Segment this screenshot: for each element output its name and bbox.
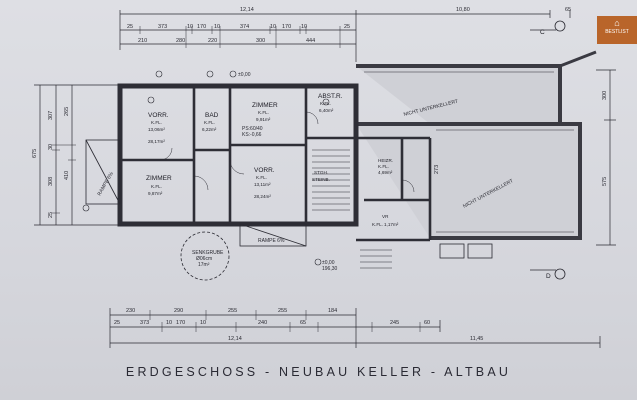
- dim-left-row2-1: 410: [64, 171, 70, 180]
- section-d-label: D: [546, 273, 551, 280]
- note-ps: PS:60/40: [242, 126, 263, 132]
- dim-bottom-row1-4: 184: [328, 308, 337, 314]
- room-zimmer1-name: ZIMMER: [146, 175, 172, 182]
- dim-bottom-row2-4: 10: [200, 320, 206, 326]
- dim-bottom-row2-6: 65: [300, 320, 306, 326]
- room-heiz-name: HEIZR.: [378, 158, 393, 163]
- dim-bottom-row2-8: 60: [424, 320, 430, 326]
- dim-left-row1-2: 308: [48, 177, 54, 186]
- room-stgh-sub: STEINB.: [312, 177, 330, 182]
- dim-bottom-row1-2: 255: [228, 308, 237, 314]
- room-vorr2-sub: K.FL.: [256, 175, 267, 180]
- room-vorr1-sub: K.FL.: [151, 120, 162, 125]
- note-senkgrube: SENKGRUBE: [192, 250, 224, 256]
- dim-right-0: 300: [602, 91, 608, 100]
- room-vorr1-name: VORR.: [148, 112, 169, 119]
- dim-top-row1-6: 10: [270, 24, 276, 30]
- logo-mark-icon: ⌂: [614, 18, 620, 28]
- room-heiz-sub: K.FL.: [378, 164, 389, 169]
- note-ks: KS:-0,66: [242, 132, 262, 138]
- room-abstr-area: 6,40m²: [319, 108, 334, 113]
- room-vorr1-area: 13,06m²: [148, 127, 165, 132]
- room-abstr-sub: K.FL.: [320, 101, 331, 106]
- dim-top-corner: 65: [565, 7, 571, 13]
- room-vorr2-area: 13,11m²: [254, 182, 271, 187]
- dim-left-row1-1: 30: [48, 144, 54, 150]
- dim-top-row2-3: 300: [256, 38, 265, 44]
- room-abstr-name: ABST.R.: [318, 93, 343, 100]
- dim-left-row1-0: 307: [48, 111, 54, 120]
- dim-right-1: 575: [602, 177, 608, 186]
- room-vorr2-extra: 28,24m²: [254, 194, 271, 199]
- room-vr-sub: K.FL.: [372, 222, 383, 227]
- dim-left-row2-0: 265: [64, 107, 70, 116]
- dim-bottom-row2-1: 373: [140, 320, 149, 326]
- dim-bottom-row2-7: 245: [390, 320, 399, 326]
- note-senkgrube-sub: Ø06cm: [196, 256, 212, 262]
- note-level-bottom-val: 196,30: [322, 266, 338, 272]
- dim-bottom-row2-0: 25: [114, 320, 120, 326]
- room-zimmer1-area: 9,87m²: [148, 191, 163, 196]
- room-vorr1-extra: 28,17m²: [148, 139, 165, 144]
- dim-top-row1-3: 170: [197, 24, 206, 30]
- note-level-top: ±0,00: [238, 72, 251, 78]
- dim-top-row2-4: 444: [306, 38, 315, 44]
- dim-top-row2-0: 210: [138, 38, 147, 44]
- section-c-label: C: [540, 29, 545, 36]
- room-zimmer1-sub: K.FL.: [151, 184, 162, 189]
- dim-bottom-row1-0: 230: [126, 308, 135, 314]
- room-zimmer2-area: 9,91m²: [256, 117, 271, 122]
- dim-left-row1-3: 25: [48, 212, 54, 218]
- dim-bottom-row1-1: 290: [174, 308, 183, 314]
- dim-bottom-row2-5: 240: [258, 320, 267, 326]
- room-vorr2-name: VORR.: [254, 167, 275, 174]
- room-heiz-area: 4,69m²: [378, 170, 393, 175]
- dim-top-row1-7: 170: [282, 24, 291, 30]
- dim-top-row1-1: 373: [158, 24, 167, 30]
- plan-title: ERDGESCHOSS - NEUBAU KELLER - ALTBAU: [125, 365, 512, 379]
- dim-bottom-total-right: 11,45: [470, 336, 483, 342]
- note-senkgrube-val: 17m²: [198, 262, 210, 268]
- dim-top-row1-8: 10: [301, 24, 307, 30]
- dim-top-row2-1: 280: [176, 38, 185, 44]
- dim-bottom-row1-3: 255: [278, 308, 287, 314]
- room-zimmer2-sub: K.FL.: [258, 110, 269, 115]
- dim-top-total-right: 10,80: [456, 7, 470, 13]
- note-rampe-bottom: RAMPE 6%: [258, 238, 285, 244]
- room-bad-name: BAD: [205, 112, 219, 119]
- dim-top-row1-5: 374: [240, 24, 249, 30]
- dim-top-row1-4: 10: [214, 24, 220, 30]
- dim-mid-273: 273: [434, 165, 440, 174]
- room-vr-name: VR: [382, 214, 389, 219]
- dim-left-outer: 675: [32, 149, 38, 158]
- room-stgh-name: STGH.: [314, 170, 328, 175]
- dim-top-total-left: 12,14: [240, 7, 254, 13]
- room-vr-area: 1,17m²: [384, 222, 399, 227]
- room-bad-sub: K.FL.: [204, 120, 215, 125]
- brand-logo: ⌂ BESTLIST: [597, 16, 637, 44]
- dim-bottom-row2-3: 170: [176, 320, 185, 326]
- dim-top-row1-2: 10: [187, 24, 193, 30]
- dim-top-row1-9: 25: [344, 24, 350, 30]
- room-zimmer2-name: ZIMMER: [252, 102, 278, 109]
- dim-top-row2-2: 220: [208, 38, 217, 44]
- dim-bottom-row2-2: 10: [166, 320, 172, 326]
- note-level-bottom: ±0,00: [322, 260, 335, 266]
- note-rampe-left: RAMPE 6%: [97, 171, 116, 197]
- dim-top-row1-0: 25: [127, 24, 133, 30]
- logo-brand-text: BESTLIST: [605, 29, 629, 35]
- room-bad-area: 6,22m²: [202, 127, 217, 132]
- dim-bottom-total-left: 12,14: [228, 336, 242, 342]
